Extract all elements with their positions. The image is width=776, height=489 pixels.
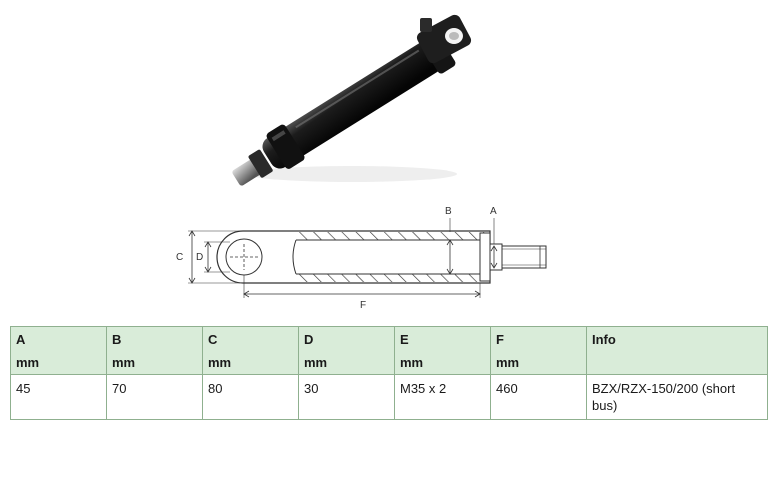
header-unit: mm: [208, 355, 232, 370]
header-unit: mm: [16, 355, 40, 370]
header-info: Info: [586, 326, 768, 375]
header-unit: mm: [112, 355, 136, 370]
header-key: B: [112, 332, 122, 347]
cell-info: BZX/RZX-150/200 (short bus): [586, 374, 768, 420]
header-unit: mm: [304, 355, 328, 370]
header-key: C: [208, 332, 218, 347]
table-row: 45 70 80 30 M35 x 2 460 BZX/RZX-150/200 …: [10, 374, 768, 420]
dim-label-f: F: [360, 300, 366, 311]
header-key: F: [496, 332, 504, 347]
cell-c: 80: [202, 374, 299, 420]
cell-d: 30: [298, 374, 395, 420]
cell-e: M35 x 2: [394, 374, 491, 420]
header-key: Info: [592, 332, 616, 347]
header-key: A: [16, 332, 26, 347]
cell-a: 45: [10, 374, 107, 420]
header-key: D: [304, 332, 314, 347]
header-key: E: [400, 332, 409, 347]
dim-label-b: B: [445, 206, 452, 217]
header-unit: mm: [400, 355, 424, 370]
header-unit: mm: [496, 355, 520, 370]
hydraulic-cylinder-photo: [232, 14, 472, 186]
technical-drawing: C D B A F: [176, 206, 547, 311]
cell-b: 70: [106, 374, 203, 420]
dim-label-d: D: [196, 252, 203, 263]
cell-f: 460: [490, 374, 587, 420]
dim-label-c: C: [176, 252, 183, 263]
dim-label-a: A: [490, 206, 497, 217]
